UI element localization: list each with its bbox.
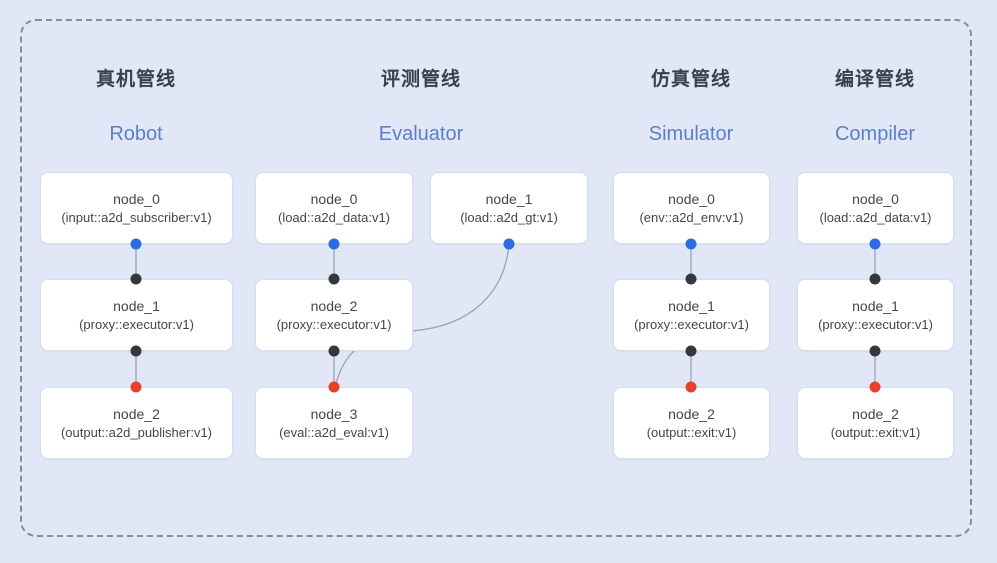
node-box-simulator-node0: node_0 (env::a2d_env:v1) <box>613 172 770 244</box>
node-type: (load::a2d_data:v1) <box>277 210 391 225</box>
pipeline-title-en-evaluator: Evaluator <box>378 123 464 145</box>
node-box-robot-node1: node_1 (proxy::executor:v1) <box>40 279 233 351</box>
pipeline-title-zh-compiler: 编译管线 <box>834 69 915 90</box>
node-type: (proxy::executor:v1) <box>634 317 749 332</box>
node-box-evaluator-node3: node_3 (eval::a2d_eval:v1) <box>255 387 413 459</box>
node-box-robot-node0: node_0 (input::a2d_subscriber:v1) <box>40 172 233 244</box>
node-name: node_1 <box>485 191 533 207</box>
node-name: node_3 <box>310 406 358 422</box>
node-name: node_1 <box>668 298 715 314</box>
node-type: (output::a2d_publisher:v1) <box>60 425 213 440</box>
node-name: node_1 <box>113 298 160 314</box>
node-box-compiler-node2: node_2 (output::exit:v1) <box>797 387 954 459</box>
node-name: node_1 <box>852 298 899 314</box>
node-type: (load::a2d_gt:v1) <box>460 210 558 225</box>
pipeline-title-zh-robot: 真机管线 <box>95 69 176 90</box>
pipeline-title-en-compiler: Compiler <box>834 123 916 145</box>
port-dot-blue <box>869 238 881 250</box>
port-dot-black <box>869 273 881 285</box>
node-type: (eval::a2d_eval:v1) <box>279 425 389 440</box>
pipeline-title-zh-evaluator: 评测管线 <box>380 69 461 90</box>
port-dot-black <box>328 273 340 285</box>
pipeline-title-en-robot: Robot <box>109 123 163 145</box>
port-dot-blue <box>503 238 515 250</box>
port-dot-black <box>328 345 340 357</box>
port-dot-black <box>130 273 142 285</box>
port-dot-black <box>130 345 142 357</box>
node-box-compiler-node1: node_1 (proxy::executor:v1) <box>797 279 954 351</box>
port-dot-black <box>869 345 881 357</box>
node-name: node_2 <box>113 406 160 422</box>
pipeline-title-zh-simulator: 仿真管线 <box>650 69 731 90</box>
port-dot-red <box>869 381 881 393</box>
node-name: node_0 <box>852 191 899 207</box>
port-dot-blue <box>328 238 340 250</box>
node-name: node_2 <box>852 406 899 422</box>
node-name: node_0 <box>310 191 358 207</box>
node-type: (load::a2d_data:v1) <box>819 210 932 225</box>
node-name: node_2 <box>310 298 358 314</box>
node-type: (proxy::executor:v1) <box>818 317 933 332</box>
port-dot-red <box>685 381 697 393</box>
node-type: (input::a2d_subscriber:v1) <box>61 210 212 225</box>
node-type: (output::exit:v1) <box>646 425 737 440</box>
node-box-evaluator-node2: node_2 (proxy::executor:v1) <box>255 279 413 351</box>
dashed-border-frame <box>20 19 972 537</box>
node-name: node_0 <box>113 191 160 207</box>
node-type: (env::a2d_env:v1) <box>639 210 744 225</box>
node-type: (proxy::executor:v1) <box>79 317 194 332</box>
pipeline-title-en-simulator: Simulator <box>648 123 734 145</box>
node-type: (proxy::executor:v1) <box>276 317 392 332</box>
node-box-simulator-node2: node_2 (output::exit:v1) <box>613 387 770 459</box>
port-dot-red <box>130 381 142 393</box>
node-box-evaluator-node1: node_1 (load::a2d_gt:v1) <box>430 172 588 244</box>
node-name: node_2 <box>668 406 715 422</box>
node-box-evaluator-node0: node_0 (load::a2d_data:v1) <box>255 172 413 244</box>
port-dot-blue <box>685 238 697 250</box>
port-dot-red <box>328 381 340 393</box>
node-name: node_0 <box>668 191 715 207</box>
port-dot-black <box>685 345 697 357</box>
port-dot-black <box>685 273 697 285</box>
node-type: (output::exit:v1) <box>830 425 921 440</box>
node-box-compiler-node0: node_0 (load::a2d_data:v1) <box>797 172 954 244</box>
node-box-simulator-node1: node_1 (proxy::executor:v1) <box>613 279 770 351</box>
port-dot-blue <box>130 238 142 250</box>
node-box-robot-node2: node_2 (output::a2d_publisher:v1) <box>40 387 233 459</box>
